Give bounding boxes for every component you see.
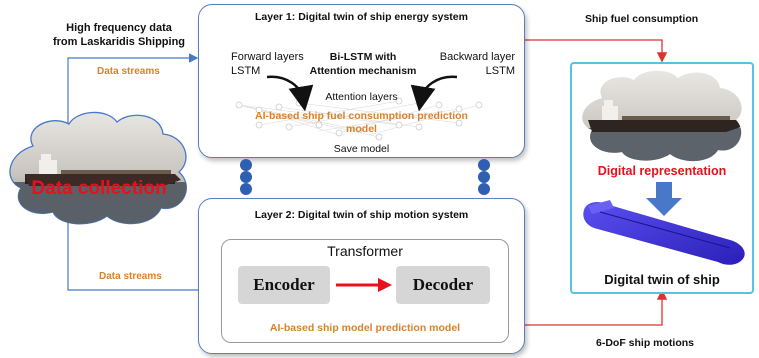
bilstm-line1: Bi-LSTM with: [329, 51, 397, 63]
ship-hull-model-icon: [583, 200, 745, 265]
save-model-label: Save model: [333, 143, 390, 155]
encoder-block: Encoder: [238, 266, 330, 304]
decoder-block: Decoder: [396, 266, 490, 304]
bilstm-line2: Attention mechanism: [309, 65, 417, 77]
stream-bottom-line: [67, 196, 217, 295]
forward-line2: LSTM: [231, 65, 261, 77]
fuel-consumption-label: Ship fuel consumption: [585, 13, 699, 25]
forward-layers-label: Forward layers LSTM: [231, 50, 304, 78]
layer-link-right: [478, 159, 490, 195]
stream-bottom-label: Data streams: [99, 271, 162, 282]
layer1-title: Layer 1: Digital twin of ship energy sys…: [255, 11, 468, 23]
stream-top-label: Data streams: [97, 66, 160, 77]
digital-twin-panel: Digital representation Digital twin of s…: [570, 62, 754, 294]
forward-line1: Forward layers: [231, 51, 304, 63]
source-title-line2: from Laskaridis Shipping: [52, 36, 186, 48]
down-arrow-icon: [646, 182, 682, 216]
cloud-shape: [9, 111, 187, 225]
fuel-model-line2: model: [346, 123, 377, 135]
data-collection-cloud: Data collection: [3, 108, 195, 228]
layer2-box: Layer 2: Digital twin of ship motion sys…: [198, 198, 525, 354]
backward-layer-label: Backward layer LSTM: [435, 50, 515, 78]
ship-model-label: AI-based ship model prediction model: [269, 322, 461, 334]
layer-link-left: [240, 159, 252, 195]
backward-line2: LSTM: [485, 65, 515, 77]
digital-twin-label: Digital twin of ship: [604, 272, 720, 287]
transformer-box: Transformer Encoder Decoder AI-based shi…: [221, 239, 509, 343]
neural-network-illustration: [235, 75, 483, 141]
source-title: High frequency data from Laskaridis Ship…: [44, 21, 194, 49]
transformer-label: Transformer: [327, 243, 403, 259]
data-collection-label: Data collection: [31, 178, 167, 199]
source-title-line1: High frequency data: [66, 22, 172, 34]
digital-representation-label: Digital representation: [597, 164, 727, 178]
attention-layers-label: Attention layers: [325, 91, 398, 103]
encoder-to-decoder-arrow: [336, 278, 392, 292]
motion-arrow: [525, 289, 668, 326]
layer2-title: Layer 2: Digital twin of ship motion sys…: [254, 209, 469, 221]
representation-cloud: [582, 70, 742, 162]
layer1-box: Layer 1: Digital twin of ship energy sys…: [198, 4, 525, 158]
fuel-model-label: AI-based ship fuel consumption predictio…: [199, 110, 524, 136]
bilstm-label: Bi-LSTM with Attention mechanism: [303, 50, 423, 78]
stream-top-line: [67, 53, 199, 130]
left-curved-arrow: [266, 75, 314, 112]
motions-label: 6-DoF ship motions: [596, 337, 694, 349]
fuel-model-line1: AI-based ship fuel consumption predictio…: [255, 110, 468, 122]
backward-line1: Backward layer: [439, 51, 515, 63]
fuel-arrow: [525, 39, 668, 63]
right-curved-arrow: [410, 75, 458, 112]
